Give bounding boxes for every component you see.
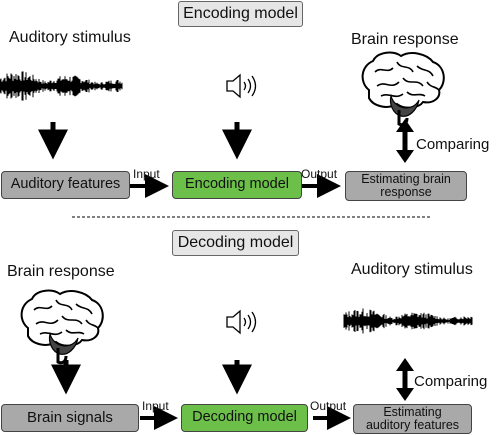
decoding-model-box: Decoding model [181, 404, 308, 432]
decoding-title: Decoding model [172, 230, 299, 256]
box-line: Estimating brain [361, 171, 451, 186]
brain-icon [361, 51, 445, 127]
decoding-brain-heading: Brain response [7, 263, 115, 280]
encoding-stimulus-heading: Auditory stimulus [9, 29, 131, 46]
auditory-features-box: Auditory features [1, 171, 130, 199]
decoding-compare-label: Comparing [414, 373, 488, 390]
estimating-auditory-features-box: Estimating auditory features [353, 404, 472, 434]
encoding-model-box: Encoding model [172, 171, 302, 199]
box-line: auditory features [365, 418, 460, 432]
speaker-icon [226, 73, 257, 99]
decoding-input-label: Input [142, 399, 169, 413]
estimating-brain-response-box: Estimating brain response [345, 171, 467, 201]
encoding-input-label: Input [133, 167, 160, 181]
brain-icon [20, 289, 104, 365]
brain-signals-box: Brain signals [1, 404, 139, 432]
encoding-output-label: Output [301, 167, 338, 181]
speaker-icon [226, 309, 257, 335]
encoding-compare-label: Comparing [416, 136, 490, 153]
decoding-output-label: Output [310, 399, 347, 413]
box-line: response [380, 185, 432, 199]
encoding-brain-heading: Brain response [351, 31, 459, 48]
decoding-stimulus-heading: Auditory stimulus [351, 261, 473, 278]
encoding-title: Encoding model [178, 1, 303, 27]
waveform-icon [343, 308, 473, 334]
waveform-icon [0, 71, 123, 101]
box-line: Estimating [383, 404, 442, 419]
